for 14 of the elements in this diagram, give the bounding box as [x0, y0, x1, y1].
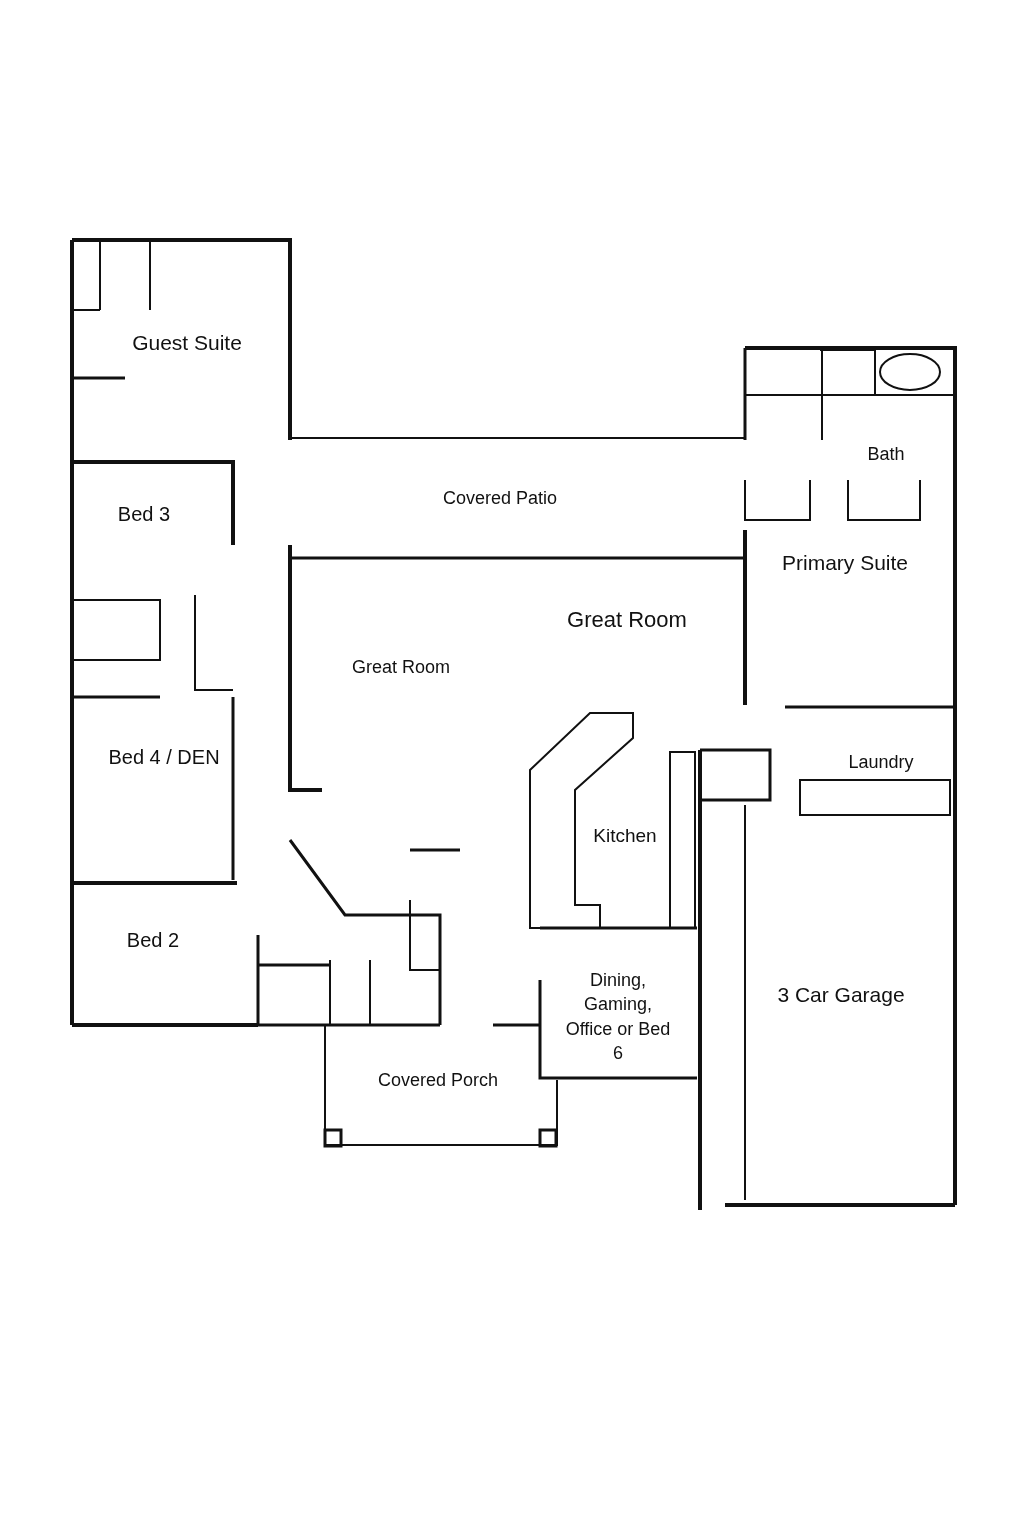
room-label: Great Room [567, 606, 687, 635]
room-label: Covered Patio [442, 486, 558, 510]
room-label: Primary Suite [782, 549, 908, 576]
room-label: Guest Suite [132, 329, 242, 356]
room-label: Bed 4 / DEN [108, 744, 220, 770]
room-label: Bed 3 [117, 501, 171, 527]
room-label: Dining, Gaming, Office or Bed 6 [564, 969, 672, 1066]
room-label: Bath [867, 442, 905, 466]
room-label: Kitchen [593, 824, 657, 849]
room-label: 3 Car Garage [777, 981, 905, 1008]
room-label: Great Room [352, 655, 450, 679]
room-label: Laundry [848, 750, 914, 774]
room-label: Bed 2 [126, 927, 180, 953]
room-label: Covered Porch [377, 1068, 499, 1092]
